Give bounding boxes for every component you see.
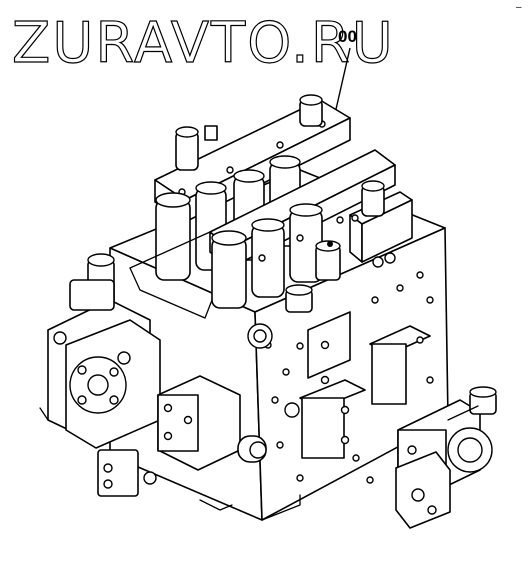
left-end-cover bbox=[47, 253, 161, 497]
front-spool-bank bbox=[209, 149, 396, 309]
upper-right-cap bbox=[349, 180, 413, 268]
valve-assembly bbox=[39, 94, 497, 529]
outline-details bbox=[39, 231, 479, 521]
center-plug bbox=[285, 240, 341, 313]
callout-leader-line bbox=[333, 47, 351, 119]
body-ports bbox=[247, 271, 434, 484]
front-solenoid-block bbox=[157, 375, 267, 471]
right-solenoid-valves bbox=[284, 311, 431, 459]
right-end-block bbox=[395, 386, 497, 529]
watermark-text: ZURAVTO.RU bbox=[12, 11, 395, 76]
callout-label: 00 bbox=[338, 27, 357, 46]
corner-mark: – bbox=[516, 2, 522, 13]
